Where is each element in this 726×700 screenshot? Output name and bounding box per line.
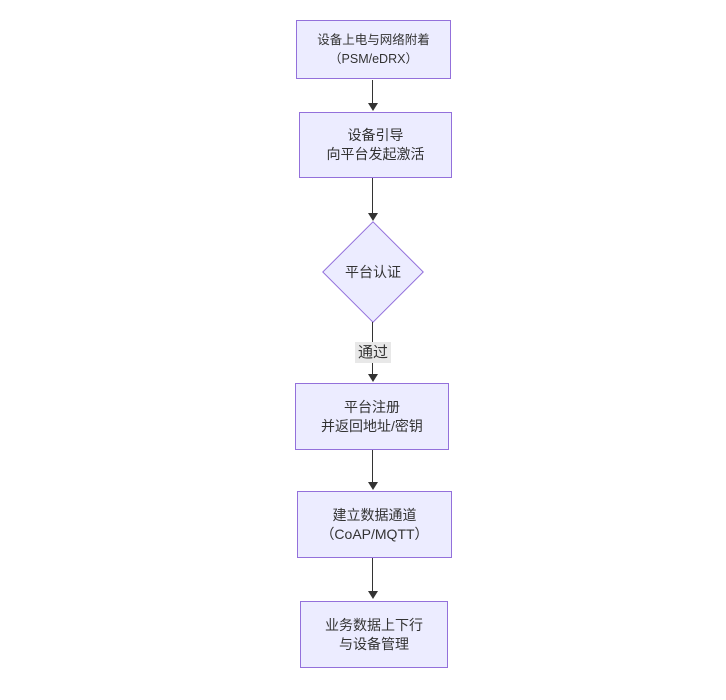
node-label: 向平台发起激活 bbox=[326, 146, 425, 162]
node-label: 建立数据通道 bbox=[332, 506, 417, 523]
node-platform-register: 平台注册 并返回地址/密钥 bbox=[295, 383, 449, 450]
node-data-channel: 建立数据通道 （CoAP/MQTT） bbox=[297, 491, 452, 558]
node-label: 业务数据上下行 bbox=[325, 616, 423, 633]
flow-edge bbox=[372, 450, 373, 483]
arrow-down-icon bbox=[368, 103, 378, 111]
node-power-attach: 设备上电与网络附着 （PSM/eDRX） bbox=[296, 20, 451, 79]
node-label: 平台认证 bbox=[345, 264, 401, 280]
arrow-down-icon bbox=[368, 374, 378, 382]
node-label: （CoAP/MQTT） bbox=[320, 525, 429, 542]
node-label: 设备上电与网络附着 bbox=[317, 32, 430, 47]
arrow-down-icon bbox=[368, 482, 378, 490]
flow-edge bbox=[372, 178, 373, 214]
edge-label-pass: 通过 bbox=[354, 342, 392, 363]
arrow-down-icon bbox=[368, 213, 378, 221]
node-bootstrap-activate: 设备引导 向平台发起激活 bbox=[299, 112, 452, 178]
node-label: 设备引导 bbox=[347, 127, 404, 143]
arrow-down-icon bbox=[368, 591, 378, 599]
node-label: 平台注册 bbox=[344, 398, 400, 415]
node-label: 与设备管理 bbox=[339, 635, 409, 652]
flow-edge bbox=[372, 80, 373, 104]
node-label: 并返回地址/密钥 bbox=[321, 417, 423, 434]
node-business-data: 业务数据上下行 与设备管理 bbox=[300, 601, 448, 668]
node-label: （PSM/eDRX） bbox=[329, 51, 418, 66]
flow-edge bbox=[372, 558, 373, 592]
